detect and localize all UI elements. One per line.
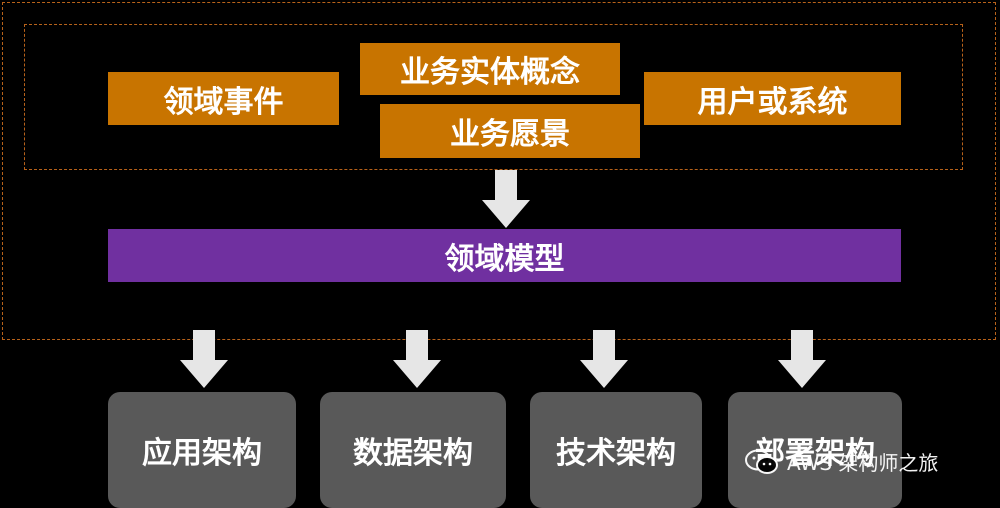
domain-model-box: 领域模型 [108,229,901,282]
arrow-down-icon [482,170,530,228]
users-or-systems-box: 用户或系统 [644,72,901,125]
data-architecture-box: 数据架构 [320,392,506,508]
business-entities-box: 业务实体概念 [360,43,620,95]
wechat-icon [745,449,778,474]
outer-dashed-frame [2,2,996,340]
business-vision-label: 业务愿景 [450,117,570,152]
arrow-down-icon [580,330,628,388]
application-architecture-label: 应用架构 [142,436,262,471]
arrow-down-icon [778,330,826,388]
business-vision-box: 业务愿景 [380,104,640,158]
business-entities-label: 业务实体概念 [400,55,580,90]
domain-model-label: 领域模型 [444,241,565,277]
arrow-down-icon [180,330,228,388]
data-architecture-label: 数据架构 [353,436,473,471]
users-or-systems-label: 用户或系统 [697,84,848,120]
technical-architecture-label: 技术架构 [556,436,676,471]
technical-architecture-box: 技术架构 [530,392,702,508]
watermark: AWS 架构师之旅 [745,447,938,476]
arrow-down-icon [393,330,441,388]
application-architecture-box: 应用架构 [108,392,296,508]
inner-dashed-frame [24,24,963,170]
watermark-text: AWS 架构师之旅 [787,451,939,475]
domain-events-label: 领域事件 [163,84,284,120]
domain-events-box: 领域事件 [108,72,339,125]
